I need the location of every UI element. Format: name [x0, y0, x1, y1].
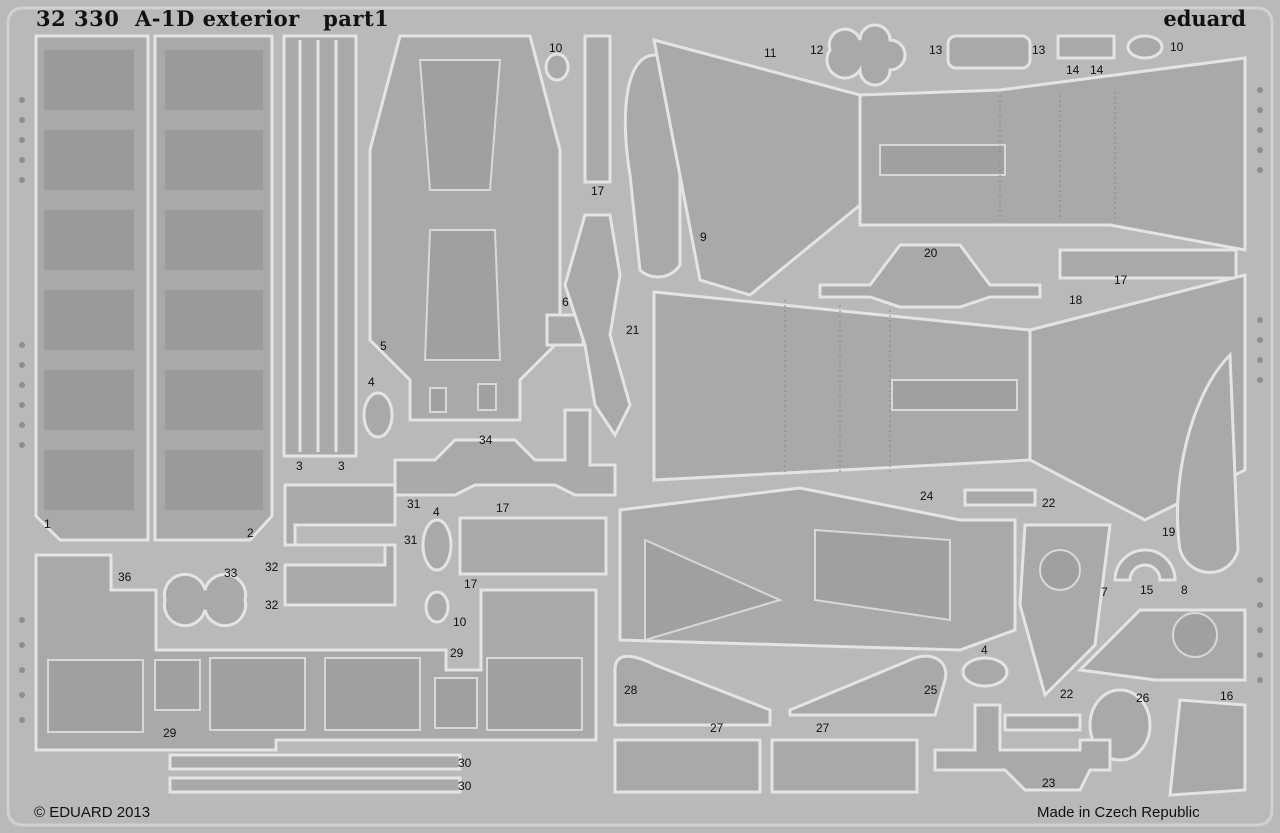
part-label: 29	[163, 726, 177, 740]
part-label: 31	[404, 533, 418, 547]
part-label: 12	[810, 43, 824, 57]
part-31-32	[283, 483, 397, 607]
part-label: 16	[1220, 689, 1234, 703]
part-label: 22	[1042, 496, 1056, 510]
part-1-2-cutouts	[44, 50, 263, 510]
copyright: © EDUARD 2013	[34, 804, 151, 821]
fret-frame	[6, 6, 1274, 827]
fret-title: 32 330 A-1D exterior part1	[36, 6, 390, 31]
part-10-a	[544, 52, 570, 82]
part-13	[946, 34, 1032, 70]
part-label: 10	[549, 41, 563, 55]
part-10-c	[424, 590, 450, 624]
part-23	[933, 703, 1112, 792]
part-label: 4	[433, 505, 440, 519]
part-11	[652, 37, 862, 297]
part-label: 2	[247, 526, 254, 540]
part-label: 9	[700, 230, 707, 244]
origin-label: Made in Czech Republic	[1037, 804, 1200, 821]
part-label: 14	[1066, 63, 1080, 77]
part-15	[1113, 548, 1177, 582]
part-label: 30	[458, 779, 472, 793]
part-17-c	[458, 516, 608, 576]
part-label: 28	[624, 683, 638, 697]
part-label: 17	[464, 577, 478, 591]
part-label: 22	[1060, 687, 1074, 701]
part-label: 10	[453, 615, 467, 629]
part-label: 8	[1181, 583, 1188, 597]
part-label: 36	[118, 570, 132, 584]
part-25	[788, 654, 948, 717]
part-label: 24	[920, 489, 934, 503]
part-12	[825, 23, 907, 87]
part-27-a	[613, 738, 762, 794]
part-22-b	[1003, 713, 1082, 732]
part-label: 19	[1162, 525, 1176, 539]
part-22-a	[963, 488, 1037, 507]
part-label: 3	[338, 459, 345, 473]
part-label: 17	[591, 184, 605, 198]
part-label: 13	[1032, 43, 1046, 57]
part-30-b	[168, 776, 462, 794]
part-17-a	[583, 34, 612, 184]
part-label: 13	[929, 43, 943, 57]
part-label: 34	[479, 433, 493, 447]
part-34	[393, 408, 617, 497]
part-label: 32	[265, 560, 279, 574]
part-label: 17	[1114, 273, 1128, 287]
part-21	[563, 213, 632, 438]
part-label: 4	[368, 375, 375, 389]
part-label: 4	[981, 643, 988, 657]
part-19	[1176, 351, 1240, 574]
part-label: 29	[450, 646, 464, 660]
part-33	[162, 572, 248, 628]
part-label: 25	[924, 683, 938, 697]
part-label: 10	[1170, 40, 1184, 54]
part-16	[1168, 698, 1247, 797]
part-5	[368, 34, 562, 422]
part-30-a	[168, 753, 462, 771]
part-28	[613, 654, 772, 727]
part-label: 14	[1090, 63, 1104, 77]
part-label: 11	[764, 46, 777, 60]
part-label: 5	[380, 339, 387, 353]
part-label: 31	[407, 497, 421, 511]
part-label: 7	[1101, 585, 1108, 599]
part-20	[818, 243, 1042, 309]
part-label: 21	[626, 323, 640, 337]
part-label: 18	[1069, 293, 1083, 307]
brand-logo: eduard	[1163, 6, 1246, 31]
part-label: 27	[710, 721, 724, 735]
part-4-c	[961, 656, 1009, 688]
part-label: 27	[816, 721, 830, 735]
part-8	[1076, 608, 1247, 682]
part-14	[1056, 34, 1116, 60]
part-11-panel	[858, 56, 1247, 252]
part-label: 3	[296, 459, 303, 473]
part-17-b	[1058, 248, 1238, 280]
part-label: 17	[496, 501, 510, 515]
part-label: 20	[924, 246, 938, 260]
part-6	[545, 313, 585, 347]
part-10-b	[1126, 34, 1164, 60]
part-27-b	[770, 738, 919, 794]
part-label: 26	[1136, 691, 1150, 705]
part-label: 6	[562, 295, 569, 309]
part-label: 33	[224, 566, 238, 580]
fret-edge-marks	[19, 87, 1263, 723]
part-label: 1	[44, 517, 51, 531]
part-label: 30	[458, 756, 472, 770]
part-4-b	[421, 518, 453, 572]
part-label: 23	[1042, 776, 1056, 790]
part-4-a	[362, 391, 394, 439]
part-label: 32	[265, 598, 279, 612]
part-3	[282, 34, 358, 458]
part-label: 15	[1140, 583, 1154, 597]
